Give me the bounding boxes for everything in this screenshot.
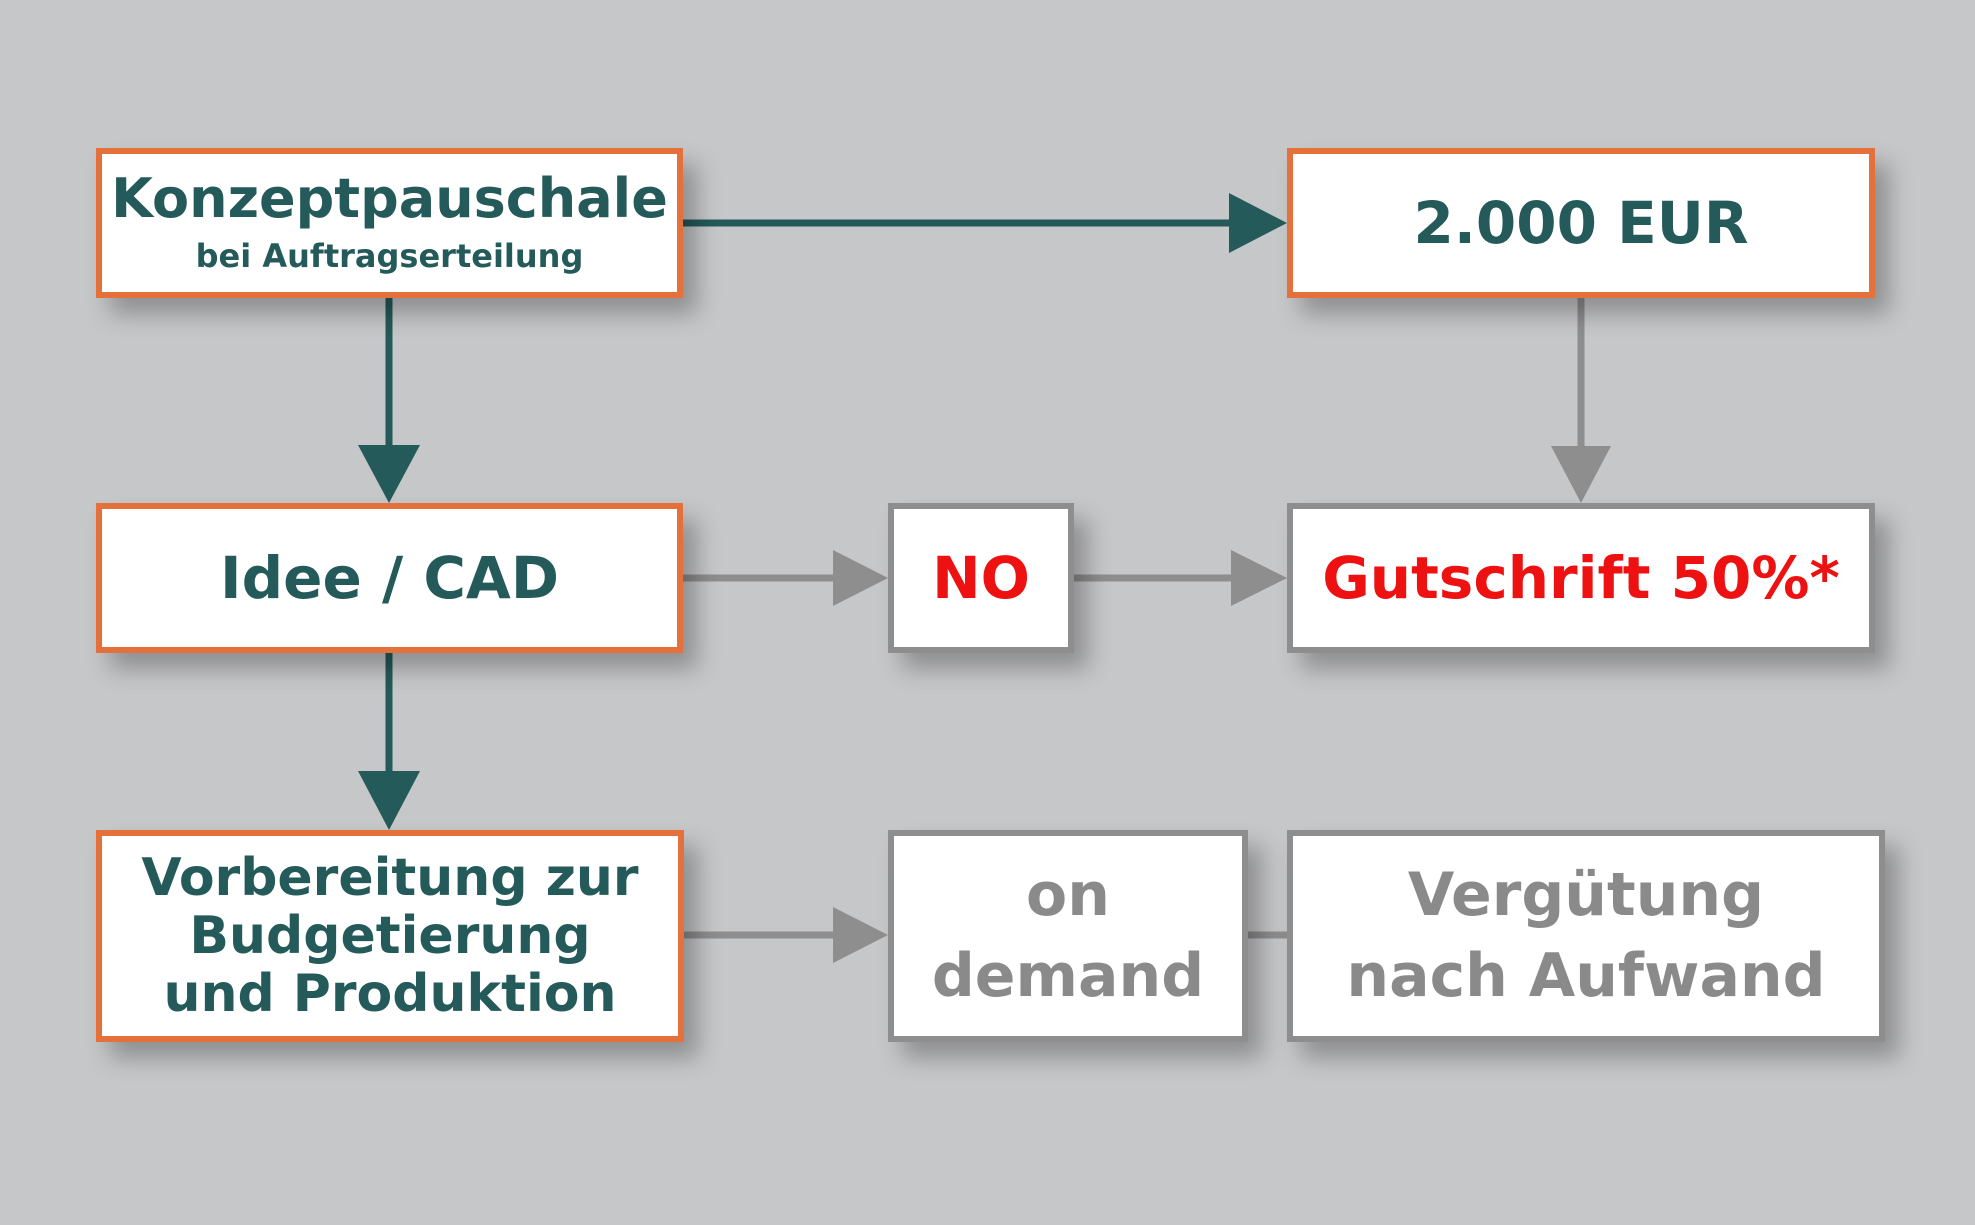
arrow-konzept-to-idee xyxy=(358,298,420,503)
node-price: 2.000 EUR xyxy=(1287,148,1875,298)
node-konzeptpauschale-title: Konzeptpauschale xyxy=(111,166,668,230)
node-verguetung-line-2: nach Aufwand xyxy=(1346,941,1826,1011)
node-no: NO xyxy=(888,503,1074,653)
arrow-no-to-gutschrift xyxy=(1074,550,1287,606)
node-on-demand: on demand xyxy=(888,830,1248,1042)
node-vorbereitung: Vorbereitung zur Budgetierung und Produk… xyxy=(96,830,684,1042)
node-vorbereitung-line-3: und Produktion xyxy=(163,964,617,1025)
node-price-label: 2.000 EUR xyxy=(1413,189,1749,257)
arrow-price-to-gutschrift xyxy=(1551,298,1611,503)
arrow-idee-to-no xyxy=(683,550,888,606)
node-on-demand-line-1: on xyxy=(1026,860,1110,930)
node-verguetung: Vergütung nach Aufwand xyxy=(1287,830,1885,1042)
node-konzeptpauschale-subtitle: bei Auftragserteilung xyxy=(195,237,584,276)
node-verguetung-label: Vergütung nach Aufwand xyxy=(1346,855,1825,1017)
node-on-demand-label: on demand xyxy=(932,855,1204,1017)
node-vorbereitung-line-1: Vorbereitung zur xyxy=(141,847,639,908)
node-vorbereitung-label: Vorbereitung zur Budgetierung und Produk… xyxy=(141,847,639,1025)
arrow-idee-to-vorbereitung xyxy=(358,653,420,830)
node-idee-cad: Idee / CAD xyxy=(96,503,683,653)
node-gutschrift: Gutschrift 50%* xyxy=(1287,503,1875,653)
node-vorbereitung-line-2: Budgetierung xyxy=(189,905,591,966)
node-konzeptpauschale: Konzeptpauschale bei Auftragserteilung xyxy=(96,148,683,298)
node-idee-cad-label: Idee / CAD xyxy=(220,544,559,612)
node-verguetung-line-1: Vergütung xyxy=(1407,860,1765,930)
arrow-konzept-to-price xyxy=(683,193,1287,253)
arrow-vorbereitung-to-ondemand xyxy=(684,907,888,963)
node-on-demand-line-2: demand xyxy=(931,941,1205,1011)
node-gutschrift-label: Gutschrift 50%* xyxy=(1322,544,1840,612)
node-no-label: NO xyxy=(932,544,1030,612)
